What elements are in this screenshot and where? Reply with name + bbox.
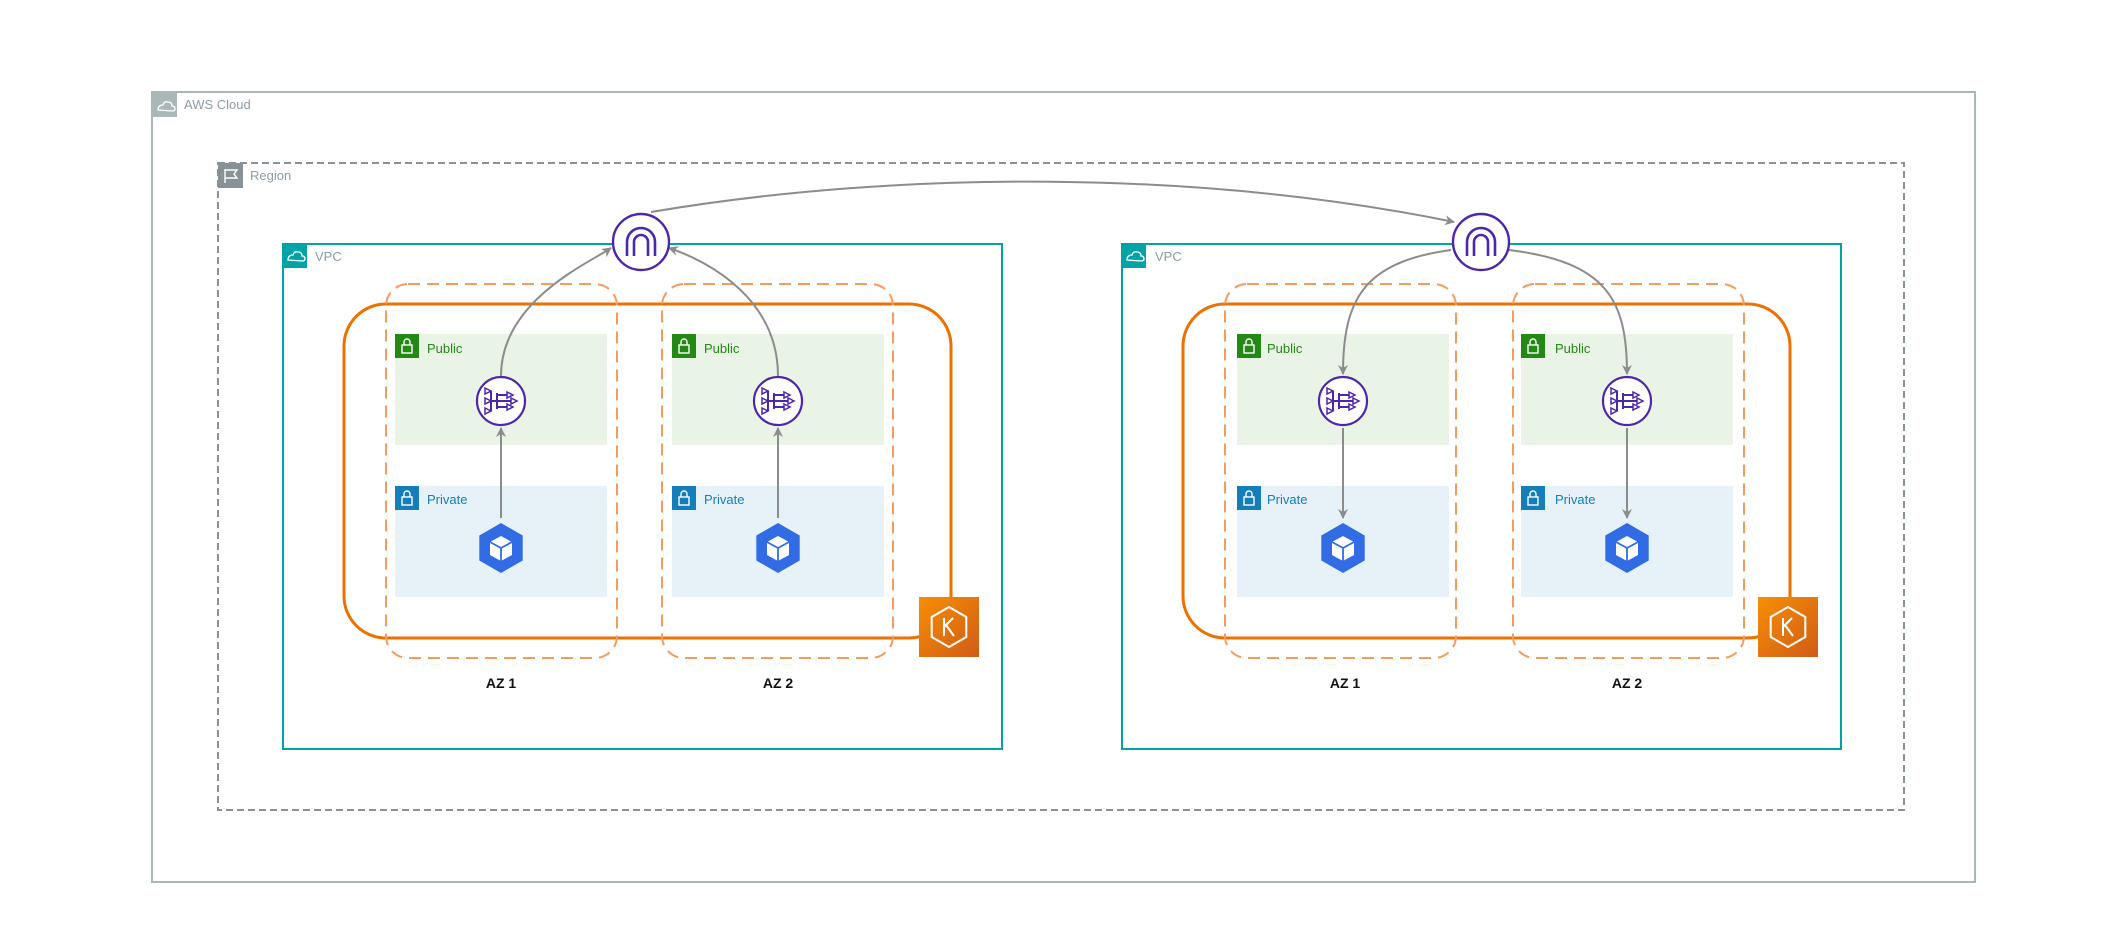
vpc-1-az-1-public-label: Public <box>427 341 463 356</box>
vpc-2-az-1-nat-gateway-icon <box>1317 375 1369 427</box>
vpc-1-nat-2-to-igw-arrow <box>668 246 779 377</box>
vpc-2-az-1-private-label: Private <box>1267 492 1308 507</box>
cloud-icon <box>152 92 177 117</box>
vpc-2-eks-cluster-boundary <box>1181 302 1792 640</box>
vpc-1-internet-gateway-icon <box>611 212 671 272</box>
vpc-1-az-2-label: AZ 2 <box>762 675 794 691</box>
vpc-2-az-1-label: AZ 1 <box>1329 675 1361 691</box>
vpc-1-az-2-kubernetes-pod-icon <box>756 523 800 573</box>
vpc-2-az-2-nat-gateway-icon <box>1601 375 1653 427</box>
vpc-1-az-1-private-lock-icon <box>395 486 419 510</box>
vpc-1-az-2-private-lock-icon <box>672 486 696 510</box>
vpc-1-az-2-nat-gateway-icon <box>752 375 804 427</box>
region-group <box>217 162 1905 811</box>
vpc-1-az-1-private-label: Private <box>427 492 468 507</box>
region-flag-icon <box>218 163 243 188</box>
vpc-2-igw-to-nat-1-arrow <box>1338 249 1452 375</box>
vpc-1-az-2-public-lock-icon <box>672 334 696 358</box>
vpc-1-az-1-boundary <box>385 283 618 659</box>
vpc-1-cloud-icon <box>283 244 307 268</box>
vpc-2-cloud-icon <box>1122 244 1146 268</box>
aws-cloud-group <box>151 91 1976 883</box>
vpc-2-az-1-kubernetes-pod-icon <box>1321 523 1365 573</box>
vpc-1-eks-icon <box>919 597 979 657</box>
vpc-1-eks-cluster-boundary <box>342 302 953 640</box>
vpc-2-az-1-public-lock-icon <box>1237 334 1261 358</box>
vpc-1-az-1-label: AZ 1 <box>485 675 517 691</box>
vpc-2-az-2-boundary <box>1512 283 1745 659</box>
vpc-2-az-2-public-label: Public <box>1555 341 1591 356</box>
vpc-1-az-2-private-label: Private <box>704 492 745 507</box>
vpc-2-eks-icon <box>1758 597 1818 657</box>
vpc-1-label: VPC <box>315 249 342 264</box>
vpc-2-az-2-kubernetes-pod-icon <box>1605 523 1649 573</box>
vpc-2-label: VPC <box>1155 249 1182 264</box>
vpc-2-az-1-private-lock-icon <box>1237 486 1261 510</box>
vpc-2-az-1-boundary <box>1224 283 1457 659</box>
vpc-1-az-2-boundary <box>661 283 894 659</box>
vpc-2-az-1-public-label: Public <box>1267 341 1303 356</box>
gateway-peering-arrow <box>650 180 1455 226</box>
vpc-2-igw-to-nat-2-arrow <box>1508 249 1632 375</box>
vpc-1-nat-1-to-igw-arrow <box>500 247 612 377</box>
vpc-1-az-1-public-lock-icon <box>395 334 419 358</box>
vpc-2-az-2-private-label: Private <box>1555 492 1596 507</box>
vpc-2-az-2-private-lock-icon <box>1521 486 1545 510</box>
aws-cloud-label: AWS Cloud <box>184 97 251 112</box>
vpc-2-internet-gateway-icon <box>1451 212 1511 272</box>
vpc-1-az-2-public-label: Public <box>704 341 740 356</box>
region-label: Region <box>250 168 292 183</box>
vpc-1-az-1-nat-gateway-icon <box>475 375 527 427</box>
vpc-2-group <box>1121 243 1842 750</box>
vpc-2-az-2-label: AZ 2 <box>1611 675 1643 691</box>
vpc-1-az-1-kubernetes-pod-icon <box>479 523 523 573</box>
vpc-1-group <box>282 243 1003 750</box>
vpc-2-az-2-public-lock-icon <box>1521 334 1545 358</box>
